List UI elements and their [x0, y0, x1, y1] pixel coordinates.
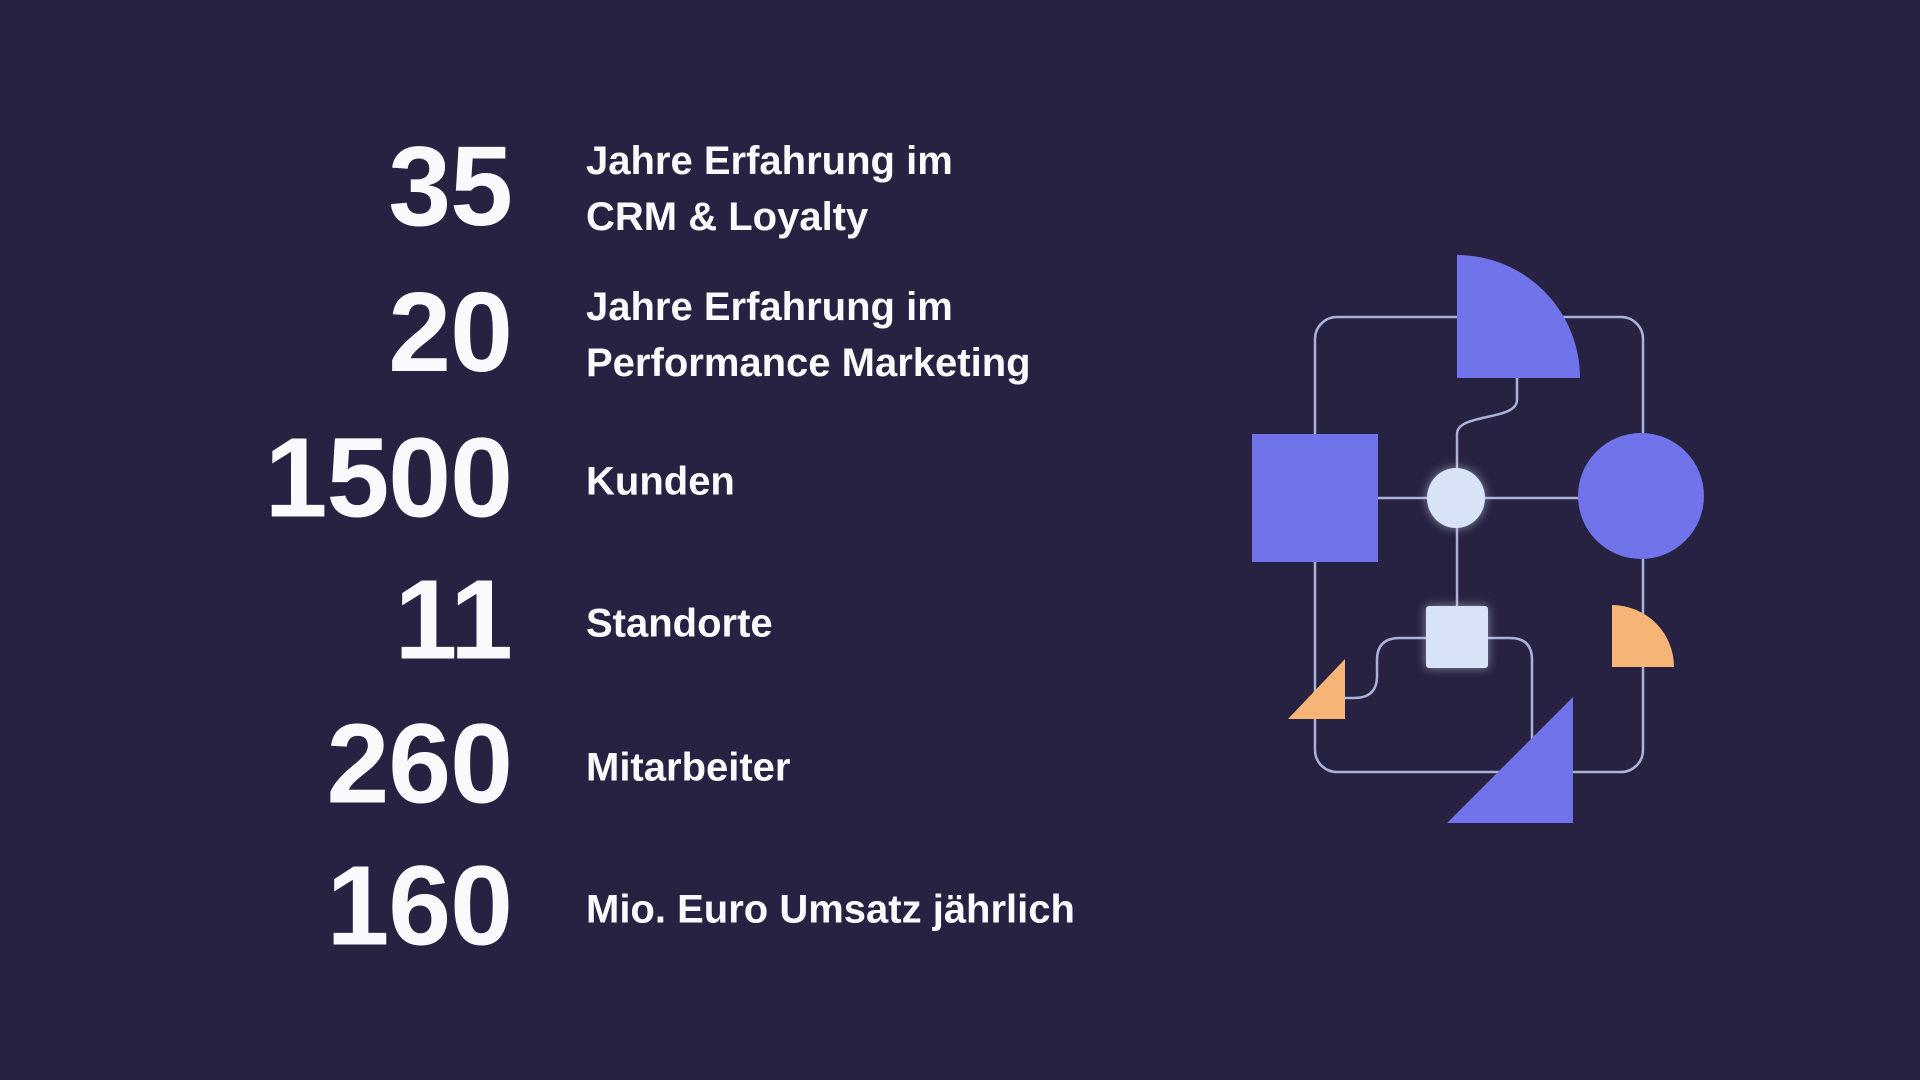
stat-label: Jahre Erfahrung im CRM & Loyalty: [586, 139, 953, 239]
stat-row-crm: 35 Jahre Erfahrung im CRM & Loyalty: [0, 122, 953, 249]
stat-label: Mio. Euro Umsatz jährlich: [586, 887, 1075, 931]
stat-row-kunden: 1500 Kunden: [0, 414, 735, 541]
connector-quarter-to-node: [1455, 378, 1519, 470]
stat-value: 20: [388, 268, 513, 395]
stat-value: 35: [388, 122, 513, 249]
stat-label: Kunden: [586, 459, 735, 503]
stat-value: 160: [326, 842, 513, 969]
stat-value: 11: [394, 556, 513, 683]
stat-row-standorte: 11 Standorte: [0, 556, 773, 683]
connector-small-square-to-triangle: [1338, 636, 1426, 700]
connector-lines: [1338, 378, 1579, 772]
stat-value: 1500: [264, 414, 513, 541]
connector-small-square-to-border: [1488, 636, 1534, 772]
stat-row-performance: 20 Jahre Erfahrung im Performance Market…: [0, 268, 1031, 395]
stat-row-mitarbeiter: 260 Mitarbeiter: [0, 700, 791, 827]
stat-label: Standorte: [586, 601, 773, 645]
purple-circle-shape: [1578, 433, 1704, 559]
stat-value: 260: [326, 700, 513, 827]
purple-quarter-circle-shape: [1457, 255, 1580, 378]
stat-label: Jahre Erfahrung im Performance Marketing: [586, 285, 1031, 385]
light-ellipse-node-shape: [1427, 468, 1485, 528]
purple-triangle-shape: [1447, 697, 1573, 823]
stat-row-umsatz: 160 Mio. Euro Umsatz jährlich: [0, 842, 1075, 969]
geometric-illustration: [1252, 255, 1704, 823]
orange-quarter-circle-shape: [1612, 605, 1674, 667]
stat-label: Mitarbeiter: [586, 745, 791, 789]
orange-triangle-shape: [1288, 659, 1345, 719]
purple-square-shape: [1252, 434, 1378, 562]
light-square-node-shape: [1426, 606, 1488, 668]
